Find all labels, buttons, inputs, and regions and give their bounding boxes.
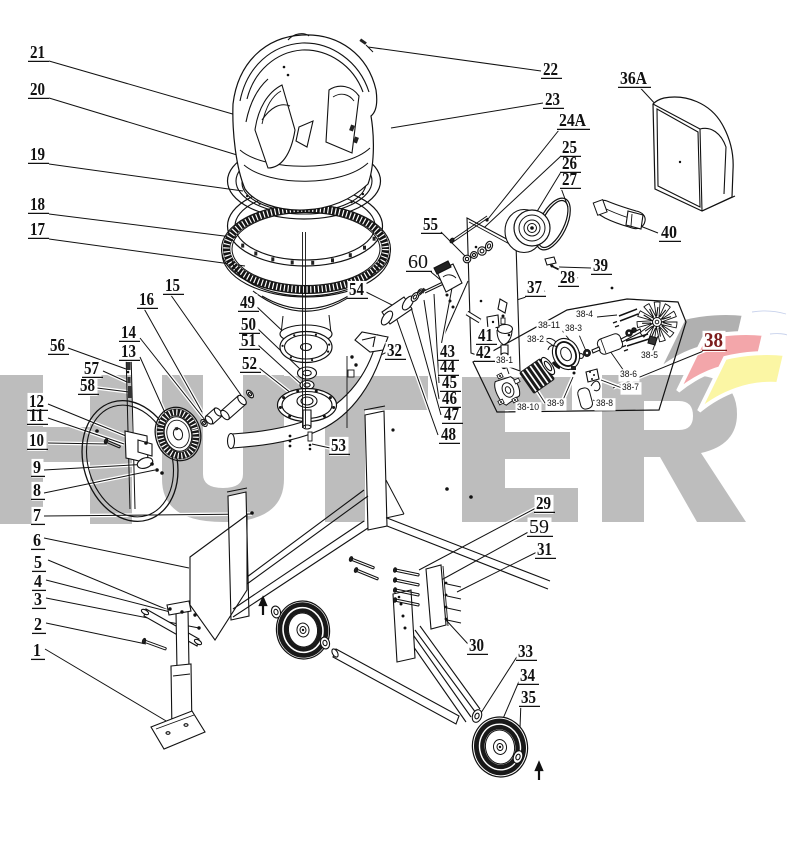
svg-text:38-1: 38-1 [496,355,513,365]
svg-text:53: 53 [331,435,346,455]
svg-text:22: 22 [543,59,558,79]
svg-text:56: 56 [50,335,65,355]
svg-text:35: 35 [521,687,536,707]
svg-text:40: 40 [661,222,677,242]
svg-text:31: 31 [537,539,552,559]
svg-text:38-9: 38-9 [547,398,564,408]
svg-text:16: 16 [139,289,154,309]
svg-text:48: 48 [441,424,456,444]
svg-text:23: 23 [545,89,560,109]
svg-text:17: 17 [30,219,45,239]
svg-text:26: 26 [562,153,577,173]
svg-text:38-11: 38-11 [538,320,560,330]
svg-text:32: 32 [387,340,402,360]
svg-text:44: 44 [440,356,455,376]
svg-text:38-2: 38-2 [527,334,544,344]
svg-text:51: 51 [241,330,256,350]
svg-text:28: 28 [560,267,575,287]
svg-text:9: 9 [33,457,41,477]
svg-text:38: 38 [704,328,723,352]
svg-text:6: 6 [33,530,41,550]
svg-text:60: 60 [408,251,428,273]
svg-text:46: 46 [442,388,457,408]
svg-text:8: 8 [33,480,41,500]
svg-text:5: 5 [34,552,42,572]
svg-text:24A: 24A [559,110,586,130]
svg-text:19: 19 [30,144,45,164]
svg-text:38-10: 38-10 [517,402,539,412]
svg-text:3: 3 [34,589,42,609]
svg-text:25: 25 [562,137,577,157]
svg-text:38-6: 38-6 [620,369,637,379]
svg-text:54: 54 [349,279,364,299]
svg-text:18: 18 [30,194,45,214]
svg-text:38-5: 38-5 [641,350,658,360]
svg-text:47: 47 [444,404,459,424]
svg-text:14: 14 [121,322,136,342]
svg-text:38-4: 38-4 [576,309,593,319]
svg-text:50: 50 [241,314,256,334]
svg-text:41: 41 [478,325,493,345]
svg-text:13: 13 [121,341,136,361]
svg-text:38-3: 38-3 [565,323,582,333]
svg-text:15: 15 [165,275,180,295]
svg-text:42: 42 [476,342,491,362]
svg-text:10: 10 [29,430,44,450]
svg-text:4: 4 [34,571,42,591]
svg-text:45: 45 [442,372,457,392]
svg-text:34: 34 [520,665,535,685]
svg-text:52: 52 [242,353,257,373]
svg-text:20: 20 [30,79,45,99]
svg-text:27: 27 [562,169,577,189]
svg-text:21: 21 [30,42,45,62]
svg-text:38-8: 38-8 [596,398,613,408]
svg-text:57: 57 [84,358,99,378]
svg-text:37: 37 [527,277,542,297]
svg-text:12: 12 [29,391,44,411]
svg-text:1: 1 [33,640,41,660]
svg-text:43: 43 [440,341,455,361]
svg-text:29: 29 [536,493,551,513]
svg-text:58: 58 [80,375,95,395]
svg-text:38-7: 38-7 [622,382,639,392]
svg-text:11: 11 [29,405,44,425]
svg-text:36A: 36A [620,68,647,88]
svg-text:39: 39 [593,255,608,275]
svg-text:59: 59 [529,516,549,538]
svg-text:55: 55 [423,214,438,234]
svg-text:33: 33 [518,641,533,661]
svg-text:30: 30 [469,635,484,655]
svg-text:7: 7 [33,505,41,525]
svg-text:49: 49 [240,292,255,312]
svg-text:2: 2 [34,614,42,634]
